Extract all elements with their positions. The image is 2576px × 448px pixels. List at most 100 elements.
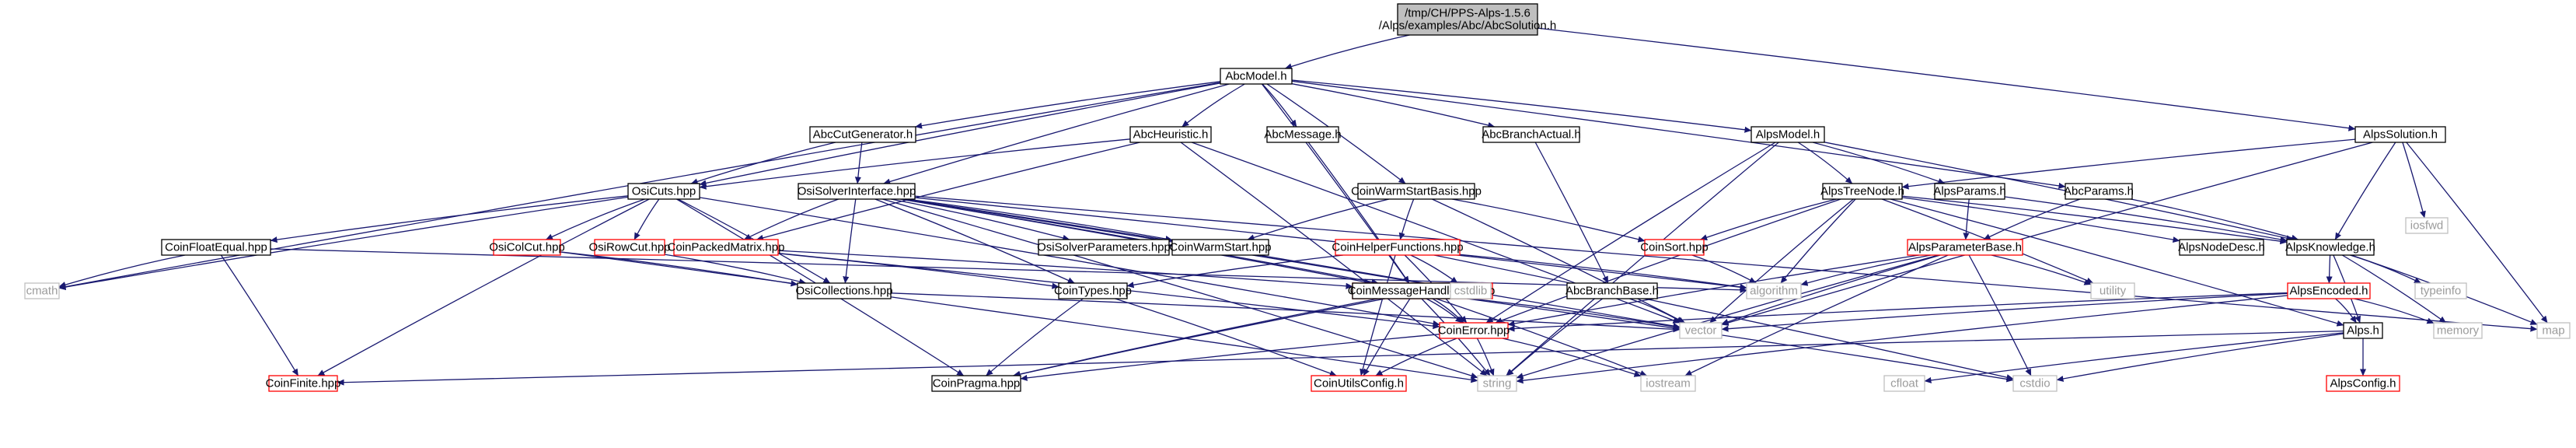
edge-alps-parameter-base-to-iostream [1684,254,1949,376]
node-label: OsiRowCut.hpp [588,241,670,254]
node-box [161,239,271,256]
node-osi-cuts[interactable]: OsiCuts.hpp [627,183,700,200]
edge-abc-model-to-abc-params [1291,80,2066,189]
node-osi-col-cut[interactable]: OsiColCut.hpp [489,239,565,256]
node-label: AbcModel.h [1225,70,1286,83]
node-algorithm[interactable]: algorithm [1746,282,1802,299]
node-label: CoinPackedMatrix.hpp [668,241,785,254]
node-root[interactable]: /tmp/CH/PPS-Alps-1.5.6/Alps/examples/Abc… [1379,3,1556,36]
node-cfloat[interactable]: cfloat [1883,375,1925,392]
node-alps-model[interactable]: AlpsModel.h [1750,126,1825,143]
node-cstdlib[interactable]: cstdlib [1450,282,1492,299]
node-box [1266,126,1339,143]
node-label: memory [2437,324,2480,338]
node-coin-float-equal[interactable]: CoinFloatEqual.hpp [161,239,271,256]
node-label: typeinfo [2421,285,2462,298]
edge-coin-helper-functions-to-coin-types [1126,254,1344,289]
node-iosfwd[interactable]: iosfwd [2405,217,2449,234]
edge-coin-sort-to-algorithm [1691,254,1757,284]
edge-alps-knowledge-to-memory [2341,254,2447,324]
edges-layer [58,27,2548,386]
node-coin-warm-start-basis[interactable]: CoinWarmStartBasis.hpp [1351,183,1482,200]
node-vector[interactable]: vector [1679,322,1723,339]
node-alps-knowledge[interactable]: AlpsKnowledge.h [2285,239,2375,256]
node-label: AlpsEncoded.h [2290,285,2368,298]
node-typeinfo[interactable]: typeinfo [2414,282,2467,299]
node-abc-branch-base[interactable]: AbcBranchBase.h [1565,282,1659,299]
node-osi-collections[interactable]: OsiCollections.hpp [795,282,893,299]
edge-coin-message-handler-to-vector [1471,298,1681,330]
node-box [931,375,1021,392]
edge-abc-cut-generator-to-osi-solver-interface [854,142,863,184]
node-alps-config[interactable]: AlpsConfig.h [2326,375,2400,392]
node-label: CoinHelperFunctions.hpp [1332,241,1463,254]
node-label: AlpsKnowledge.h [2285,241,2375,254]
node-coin-warm-start[interactable]: CoinWarmStart.hpp [1169,239,1272,256]
node-abc-heuristic[interactable]: AbcHeuristic.h [1129,126,1212,143]
node-coin-packed-matrix[interactable]: CoinPackedMatrix.hpp [668,239,785,256]
edge-osi-cuts-to-osi-col-cut [545,198,645,240]
node-coin-pragma[interactable]: CoinPragma.hpp [931,375,1021,392]
node-memory[interactable]: memory [2433,322,2483,339]
node-label: OsiSolverInterface.hpp [798,185,916,198]
node-abc-params[interactable]: AbcParams.h [2064,183,2134,200]
node-alps-solution[interactable]: AlpsSolution.h [2354,126,2446,143]
edge-osi-row-cut-to-osi-collections [664,254,807,285]
node-label: utility [2100,285,2127,298]
node-label: OsiCollections.hpp [795,285,892,298]
edge-alps-to-cstdio [2056,333,2344,382]
node-iostream[interactable]: iostream [1640,375,1696,392]
node-coin-sort[interactable]: CoinSort.hpp [1640,239,1709,256]
node-label: AbcBranchActual.h [1482,128,1581,142]
edge-root-to-alps-solution [1537,27,2356,131]
node-label: AbcHeuristic.h [1133,128,1209,142]
node-osi-row-cut[interactable]: OsiRowCut.hpp [588,239,671,256]
node-label: AlpsSolution.h [2363,128,2438,142]
edge-alps-solution-to-alps-tree-node [1901,138,2356,190]
node-osi-solver-interface[interactable]: OsiSolverInterface.hpp [798,183,916,200]
node-alps-params[interactable]: AlpsParams.h [1933,183,2006,200]
node-abc-message[interactable]: AbcMessage.h [1264,126,1342,143]
node-osi-solver-parameters[interactable]: OsiSolverParameters.hpp [1037,239,1171,256]
edge-osi-solver-interface-to-coin-types [874,198,1075,284]
node-label: CoinTypes.hpp [1054,285,1132,298]
edge-alps-parameter-base-to-utility [1991,254,2092,285]
node-alps[interactable]: Alps.h [2343,322,2383,339]
node-coin-utils-config[interactable]: CoinUtilsConfig.h [1311,375,1407,392]
node-map[interactable]: map [2536,322,2571,339]
node-string[interactable]: string [1477,375,1517,392]
node-label: CoinError.hpp [1438,324,1510,338]
node-coin-finite[interactable]: CoinFinite.hpp [266,375,341,392]
node-abc-cut-generator[interactable]: AbcCutGenerator.h [809,126,916,143]
edge-abc-message-to-coin-message-handler [1307,142,1410,284]
node-utility[interactable]: utility [2090,282,2135,299]
node-coin-helper-functions[interactable]: CoinHelperFunctions.hpp [1332,239,1464,256]
node-alps-parameter-base[interactable]: AlpsParameterBase.h [1907,239,2023,256]
node-box [2090,282,2135,299]
node-coin-message-handler[interactable]: CoinMessageHandler.hpp [1348,282,1482,299]
node-abc-branch-actual[interactable]: AbcBranchActual.h [1482,126,1581,143]
edge-coin-error-to-coin-utils-config [1375,338,1457,376]
node-coin-error[interactable]: CoinError.hpp [1438,322,1510,339]
node-cmath[interactable]: cmath [24,282,60,299]
node-box [798,183,916,200]
node-box [2536,322,2571,339]
node-label: Alps.h [2347,324,2379,338]
edge-osi-solver-interface-to-coin-packed-matrix [743,198,839,240]
node-label: OsiSolverParameters.hpp [1037,241,1171,254]
node-label: AlpsParams.h [1933,185,2005,198]
edge-alps-to-coin-finite [337,330,2344,386]
node-cstdio[interactable]: cstdio [2012,375,2058,392]
edge-alps-tree-node-to-coin-error [1495,198,1841,324]
node-label: CoinPragma.hpp [933,377,1021,390]
edge-coin-helper-functions-to-cstdlib [1410,254,1458,284]
node-alps-tree-node[interactable]: AlpsTreeNode.h [1820,183,1904,200]
node-box [24,282,60,299]
node-coin-types[interactable]: CoinTypes.hpp [1054,282,1132,299]
node-alps-node-desc[interactable]: AlpsNodeDesc.h [2178,239,2265,256]
node-abc-model[interactable]: AbcModel.h [1220,68,1293,85]
edge-osi-col-cut-to-string [560,251,1478,383]
node-box [1934,183,2005,200]
edge-coin-message-handler-to-cstdio [1467,298,2014,383]
node-alps-encoded[interactable]: AlpsEncoded.h [2287,282,2371,299]
